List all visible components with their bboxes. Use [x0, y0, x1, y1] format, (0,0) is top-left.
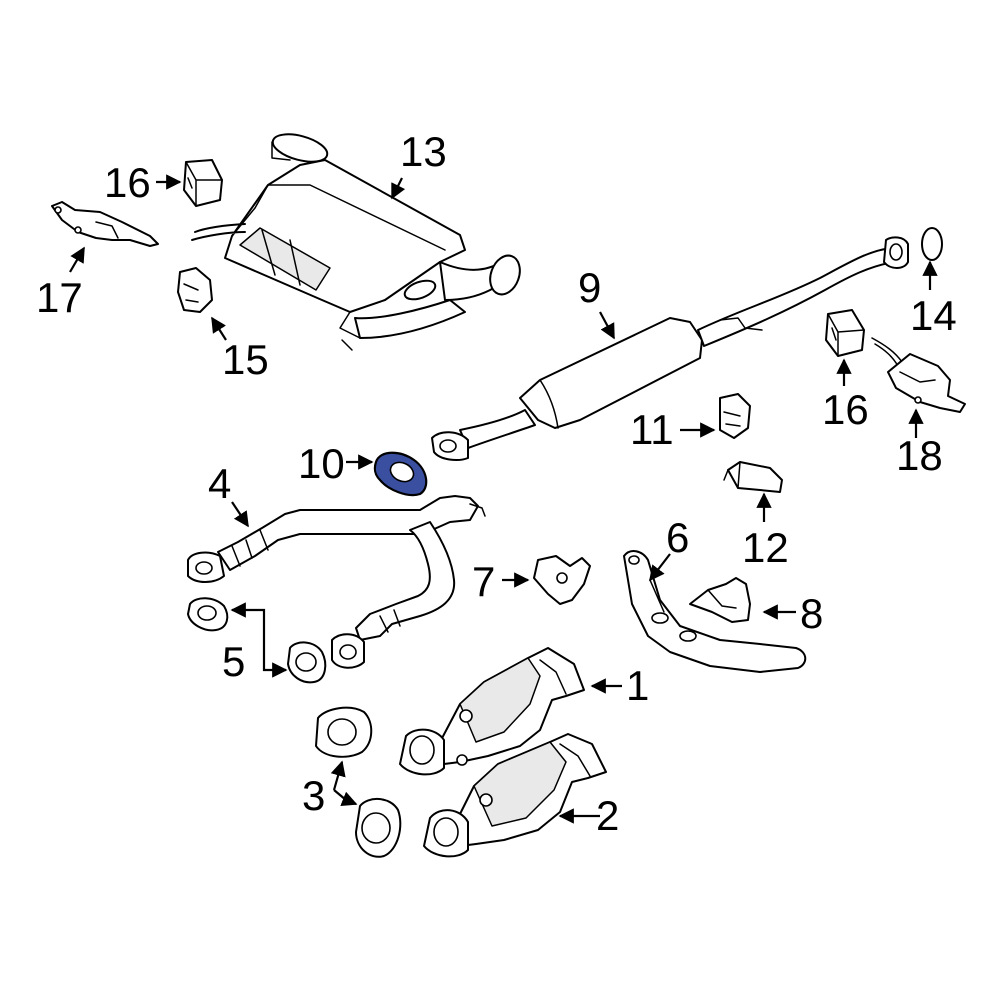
callout-18: 18 — [896, 432, 943, 479]
callout-6: 6 — [666, 514, 689, 561]
part-10-gasket[interactable] — [373, 451, 428, 497]
part-18-bracket[interactable] — [871, 337, 966, 413]
callout-labels: 13 16 17 15 9 14 16 18 11 12 10 4 5 7 6 … — [36, 128, 957, 839]
callout-16-right: 16 — [822, 386, 869, 433]
callout-14: 14 — [910, 292, 957, 339]
callout-17: 17 — [36, 274, 83, 321]
callout-5: 5 — [222, 638, 245, 685]
part-16-hanger-upper[interactable] — [183, 159, 223, 207]
part-4-y-pipe[interactable] — [187, 495, 486, 669]
part-14-gasket-ring[interactable] — [921, 227, 943, 261]
part-5-gasket-left[interactable] — [187, 597, 229, 632]
callout-7: 7 — [472, 558, 495, 605]
callout-15: 15 — [222, 336, 269, 383]
leader-lines — [69, 174, 938, 824]
part-16-hanger-right[interactable] — [825, 309, 865, 357]
callout-13: 13 — [400, 128, 447, 175]
callout-1: 1 — [626, 662, 649, 709]
callout-10: 10 — [298, 440, 345, 487]
part-5-gasket-right[interactable] — [287, 641, 327, 684]
callout-16-upper: 16 — [104, 159, 151, 206]
callout-12: 12 — [742, 524, 789, 571]
callout-8: 8 — [800, 590, 823, 637]
part-12-bracket[interactable] — [723, 461, 783, 493]
callout-3: 3 — [302, 772, 325, 819]
part-7-bracket[interactable] — [533, 555, 591, 605]
part-8-bracket[interactable] — [689, 577, 751, 623]
part-3-gasket-lower[interactable] — [355, 798, 402, 858]
part-13-rear-muffler[interactable] — [191, 129, 525, 351]
callout-2: 2 — [596, 792, 619, 839]
callout-11: 11 — [630, 406, 674, 453]
callout-4: 4 — [208, 460, 231, 507]
part-3-gasket-upper[interactable] — [315, 706, 373, 758]
part-11-hanger[interactable] — [719, 393, 751, 439]
part-9-center-pipe[interactable] — [431, 236, 909, 461]
part-1-catalytic-converter[interactable] — [399, 647, 585, 776]
part-15-hanger[interactable] — [177, 267, 213, 313]
part-17-bracket[interactable] — [51, 201, 159, 247]
part-2-catalytic-converter[interactable] — [423, 733, 607, 858]
part-6-crossmember[interactable] — [623, 550, 807, 673]
callout-9: 9 — [578, 264, 601, 311]
